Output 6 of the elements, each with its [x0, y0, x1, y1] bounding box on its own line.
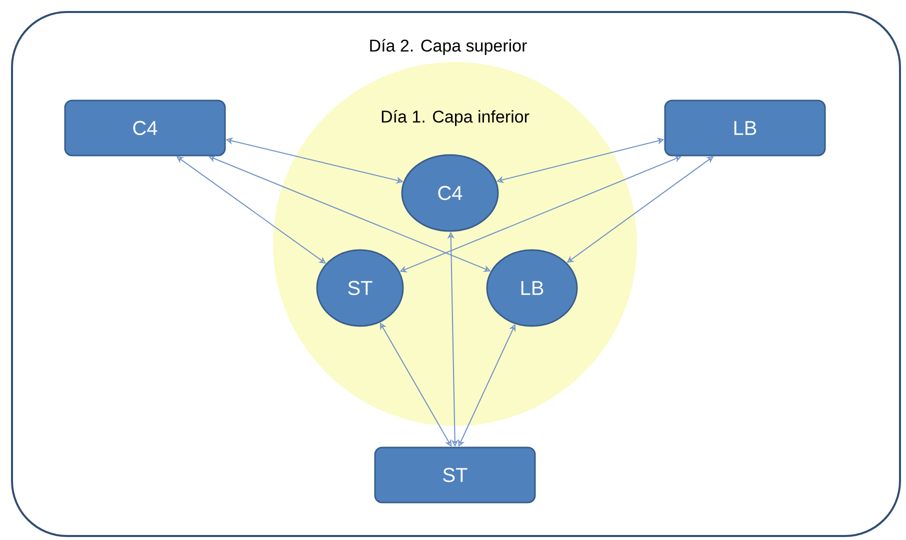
- box-node: ST: [374, 446, 536, 504]
- ellipse-node: LB: [486, 249, 578, 327]
- box-node: LB: [664, 100, 826, 156]
- ellipse-node: C4: [401, 154, 499, 232]
- ellipse-node: ST: [316, 249, 404, 327]
- box-node: C4: [64, 100, 226, 156]
